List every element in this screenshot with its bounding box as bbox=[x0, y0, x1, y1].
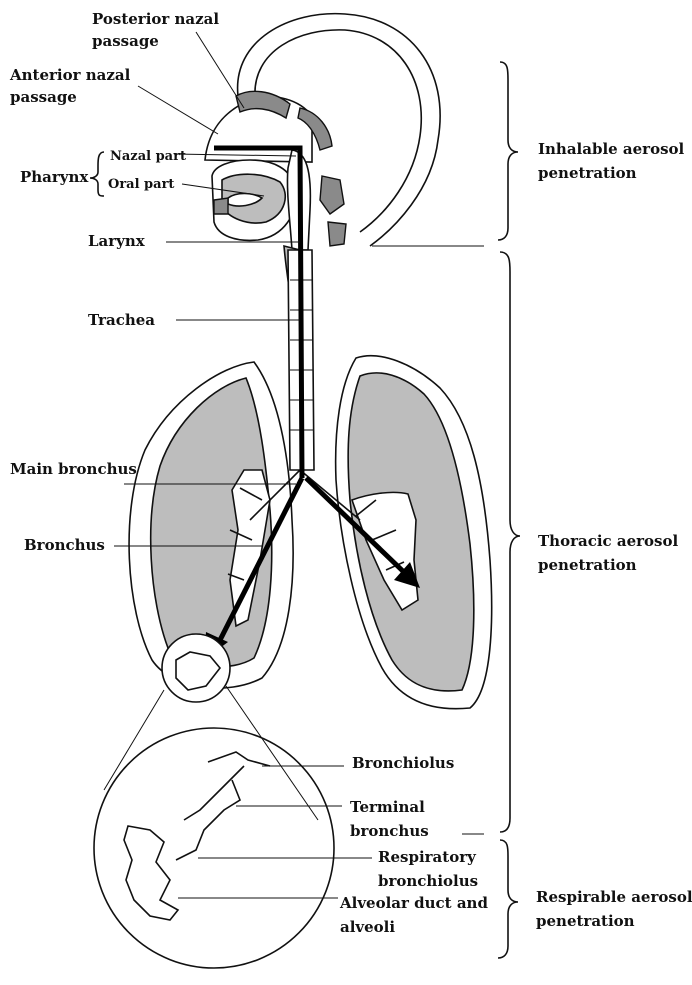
magnifier bbox=[94, 634, 334, 968]
label-alveolar-1: Alveolar duct and bbox=[339, 894, 488, 912]
label-alveolar-2: alveoli bbox=[340, 918, 395, 936]
label-posterior-nasal-1: Posterior nazal bbox=[92, 10, 219, 28]
label-anterior-nasal-2: passage bbox=[10, 88, 77, 106]
label-anterior-nasal-1: Anterior nazal bbox=[9, 66, 131, 84]
label-pharynx: Pharynx bbox=[20, 168, 89, 186]
label-bronchiolus: Bronchiolus bbox=[352, 754, 454, 772]
label-bronchus: Bronchus bbox=[24, 536, 105, 554]
head-outline bbox=[205, 14, 440, 310]
region-inhalable-1: Inhalable aerosol bbox=[538, 140, 685, 158]
region-inhalable-2: penetration bbox=[538, 164, 637, 182]
label-terminal-1: Terminal bbox=[350, 798, 425, 816]
label-oral-part: Oral part bbox=[108, 177, 174, 192]
label-larynx: Larynx bbox=[88, 232, 146, 250]
label-posterior-nasal-2: passage bbox=[92, 32, 159, 50]
label-nasal-part: Nazal part bbox=[110, 149, 186, 164]
region-thoracic-1: Thoracic aerosol bbox=[538, 532, 679, 550]
label-trachea: Trachea bbox=[88, 311, 155, 329]
region-respirable-1: Respirable aerosol bbox=[536, 888, 692, 906]
region-thoracic-2: penetration bbox=[538, 556, 637, 574]
label-respiratory-2: bronchiolus bbox=[378, 872, 478, 890]
label-main-bronchus: Main bronchus bbox=[10, 460, 137, 478]
region-labels: Inhalable aerosol penetration Thoracic a… bbox=[536, 140, 692, 930]
label-terminal-2: bronchus bbox=[350, 822, 429, 840]
region-respirable-2: penetration bbox=[536, 912, 635, 930]
label-respiratory-1: Respiratory bbox=[378, 848, 477, 866]
